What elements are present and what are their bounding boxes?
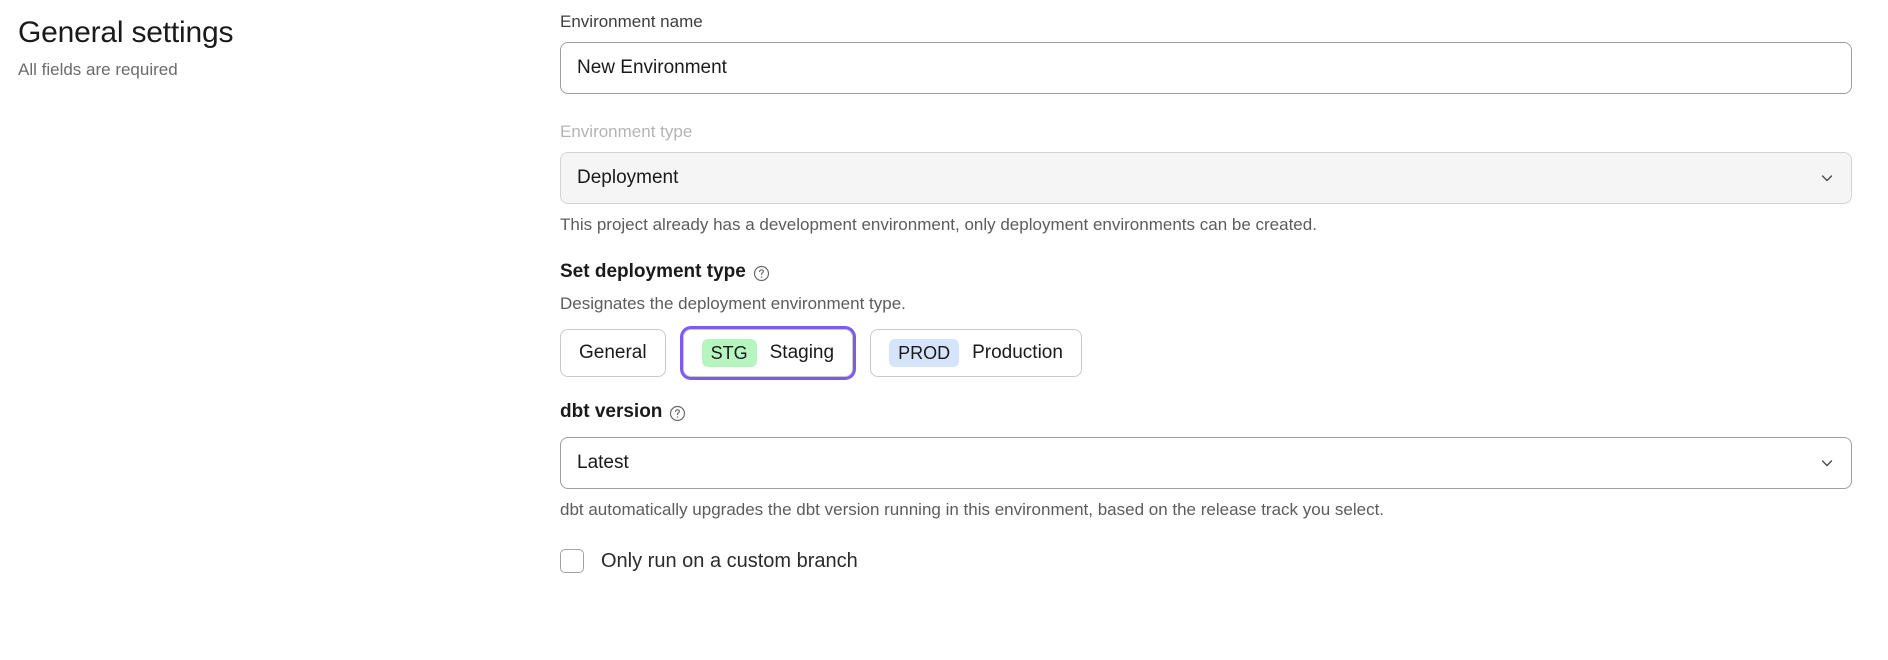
production-badge: PROD (889, 339, 960, 367)
settings-form: Environment name Environment type Deploy… (560, 10, 1852, 574)
deployment-type-field: Set deployment type Designates the deplo… (560, 259, 1852, 377)
environment-type-field: Environment type Deployment This project… (560, 120, 1852, 237)
custom-branch-label[interactable]: Only run on a custom branch (601, 550, 858, 572)
staging-badge: STG (701, 339, 757, 367)
settings-header: General settings All fields are required (18, 14, 518, 82)
deployment-type-segmented-control: General STG Staging PROD Production (560, 329, 1852, 377)
custom-branch-checkbox[interactable] (560, 549, 584, 573)
deployment-type-option-general[interactable]: General (560, 329, 666, 377)
deployment-type-label: Set deployment type (560, 261, 746, 282)
environment-type-select[interactable]: Deployment (560, 152, 1852, 204)
dbt-version-select[interactable]: Latest (560, 437, 1852, 489)
deployment-type-option-general-label: General (579, 342, 647, 363)
deployment-type-option-production[interactable]: PROD Production (870, 329, 1082, 377)
dbt-version-heading: dbt version (560, 399, 1852, 425)
dbt-version-field: dbt version Latest dbt aut (560, 399, 1852, 522)
environment-type-helper: This project already has a development e… (560, 215, 1317, 234)
dbt-version-helper: dbt automatically upgrades the dbt versi… (560, 500, 1385, 519)
environment-type-label: Environment type (560, 122, 693, 141)
deployment-type-heading: Set deployment type (560, 259, 1852, 285)
page-title: General settings (18, 16, 234, 49)
environment-name-input[interactable] (560, 42, 1852, 94)
help-circle-icon[interactable] (753, 265, 770, 282)
deployment-type-option-staging[interactable]: STG Staging (682, 329, 854, 377)
custom-branch-row: Only run on a custom branch (560, 548, 1852, 574)
deployment-type-option-production-label: Production (972, 342, 1063, 363)
deployment-type-option-staging-label: Staging (769, 342, 835, 363)
dbt-version-value: Latest (560, 437, 1852, 489)
environment-type-value: Deployment (560, 152, 1852, 204)
dbt-version-label: dbt version (560, 401, 663, 422)
environment-name-label: Environment name (560, 12, 703, 31)
deployment-type-description: Designates the deployment environment ty… (560, 294, 906, 313)
help-circle-icon[interactable] (669, 405, 686, 422)
page-subtitle: All fields are required (18, 60, 178, 79)
environment-name-field: Environment name (560, 10, 1852, 94)
